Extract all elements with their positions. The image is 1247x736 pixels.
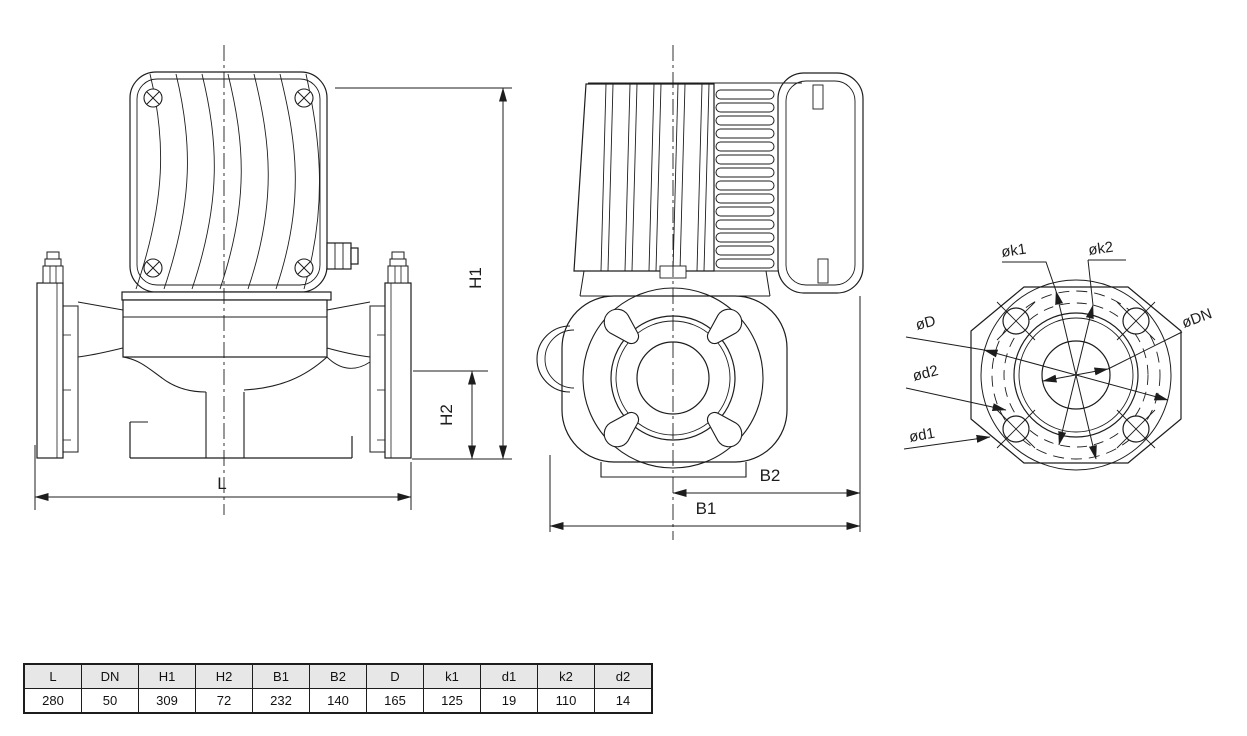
dimension-b2: B2 (672, 296, 861, 532)
dimension-b1: B1 (549, 455, 861, 532)
col-header: L (23, 663, 82, 689)
col-header: H2 (195, 663, 253, 689)
corner-screw-icon (294, 88, 314, 108)
cable-gland (326, 242, 359, 270)
dim-value: 19 (480, 688, 538, 714)
suction-flange (36, 251, 79, 459)
motor-base-transition (574, 265, 778, 297)
dimension-d1: ød1 (903, 425, 991, 450)
dim-value: 125 (423, 688, 481, 714)
volute-front (536, 287, 788, 478)
col-header: B2 (309, 663, 367, 689)
pump-body (77, 291, 371, 459)
l-label: L (217, 474, 226, 493)
corner-screw-icon (143, 88, 163, 108)
corner-screw-icon (143, 258, 163, 278)
d1-label: ød1 (908, 425, 936, 446)
discharge-flange (369, 251, 412, 459)
d-outer-label: øD (914, 313, 938, 334)
col-header: B1 (252, 663, 310, 689)
col-header: d1 (480, 663, 538, 689)
table-value-row: 280 50 309 72 232 140 165 125 19 110 14 (23, 688, 653, 714)
dimension-d2: ød2 (905, 362, 1007, 412)
dimension-h2: H2 (413, 370, 488, 460)
dim-value: 110 (537, 688, 595, 714)
k2-label: øk2 (1087, 239, 1114, 259)
b1-label: B1 (696, 499, 717, 518)
h1-label: H1 (466, 267, 485, 289)
dim-value: 232 (252, 688, 310, 714)
flange-bolt-icon (42, 251, 64, 284)
dim-value: 140 (309, 688, 367, 714)
b2-label: B2 (760, 466, 781, 485)
table-header-row: L DN H1 H2 B1 B2 D k1 d1 k2 d2 (23, 663, 653, 689)
col-header: k1 (423, 663, 481, 689)
d2-label: ød2 (911, 362, 940, 385)
technical-drawing: H1 H2 L (34, 45, 1215, 540)
flange-view: øk1 øk2 øD øDN ød2 ød1 (903, 239, 1215, 471)
flange-bolt-icon (387, 251, 409, 284)
dimension-h1: H1 (335, 87, 512, 460)
dimension-table: L DN H1 H2 B1 B2 D k1 d1 k2 d2 280 50 30… (23, 663, 653, 714)
control-box (777, 72, 864, 294)
col-header: D (366, 663, 424, 689)
front-view: B2 B1 (536, 45, 864, 540)
col-header: DN (81, 663, 139, 689)
k1-label: øk1 (1000, 241, 1027, 261)
dim-value: 14 (594, 688, 653, 714)
side-view: H1 H2 L (34, 45, 512, 515)
motor-head (129, 71, 359, 293)
h2-label: H2 (437, 404, 456, 426)
dn-label: øDN (1180, 305, 1215, 332)
corner-screw-icon (294, 258, 314, 278)
bolt-hole (996, 409, 1036, 449)
motor-fins-stack (715, 89, 775, 269)
col-header: d2 (594, 663, 653, 689)
bolt-hole (1116, 409, 1156, 449)
dimension-k2: øk2 (1058, 239, 1126, 446)
dimension-l: L (34, 445, 412, 510)
col-header: k2 (537, 663, 595, 689)
bolt-hole (1116, 301, 1156, 341)
col-header: H1 (138, 663, 196, 689)
dim-value: 309 (138, 688, 196, 714)
dim-value: 72 (195, 688, 253, 714)
dim-value: 165 (366, 688, 424, 714)
dim-value: 280 (23, 688, 82, 714)
bolt-hole (996, 301, 1036, 341)
circle-d-outer (980, 279, 1172, 471)
dim-value: 50 (81, 688, 139, 714)
